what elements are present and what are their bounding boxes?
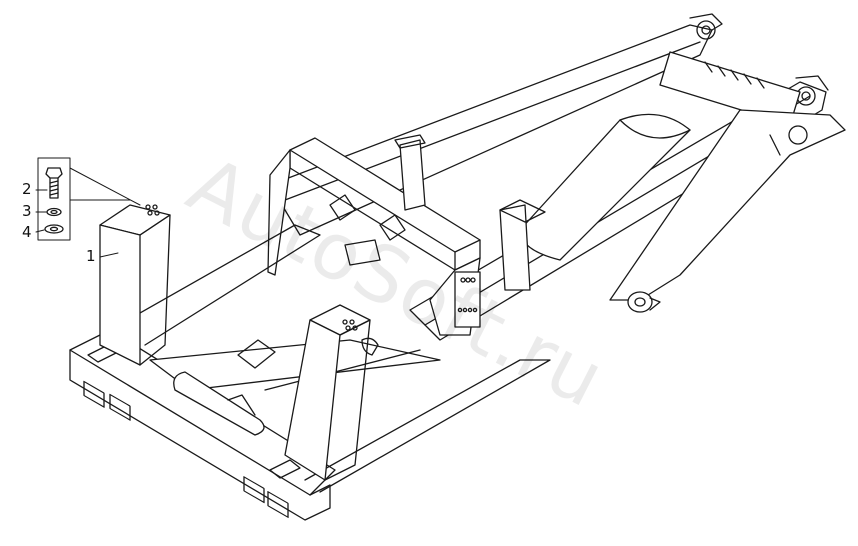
tower-post-right	[499, 199, 546, 291]
leader-lines	[35, 167, 141, 258]
right-side-plate	[609, 109, 846, 301]
callout-3: 3	[22, 202, 32, 220]
callout-2: 2	[22, 180, 32, 198]
bolt-part	[37, 157, 71, 241]
front-post-right	[284, 304, 371, 481]
tower-brackets	[329, 194, 406, 266]
callout-1: 1	[86, 247, 96, 265]
front-slots	[83, 344, 301, 519]
tower-post-left	[394, 134, 426, 211]
pivot-pin	[627, 291, 661, 313]
callout-4: 4	[22, 223, 32, 241]
upper-cross-frame	[267, 137, 481, 336]
front-post-left	[99, 204, 171, 366]
inner-details	[173, 337, 379, 436]
